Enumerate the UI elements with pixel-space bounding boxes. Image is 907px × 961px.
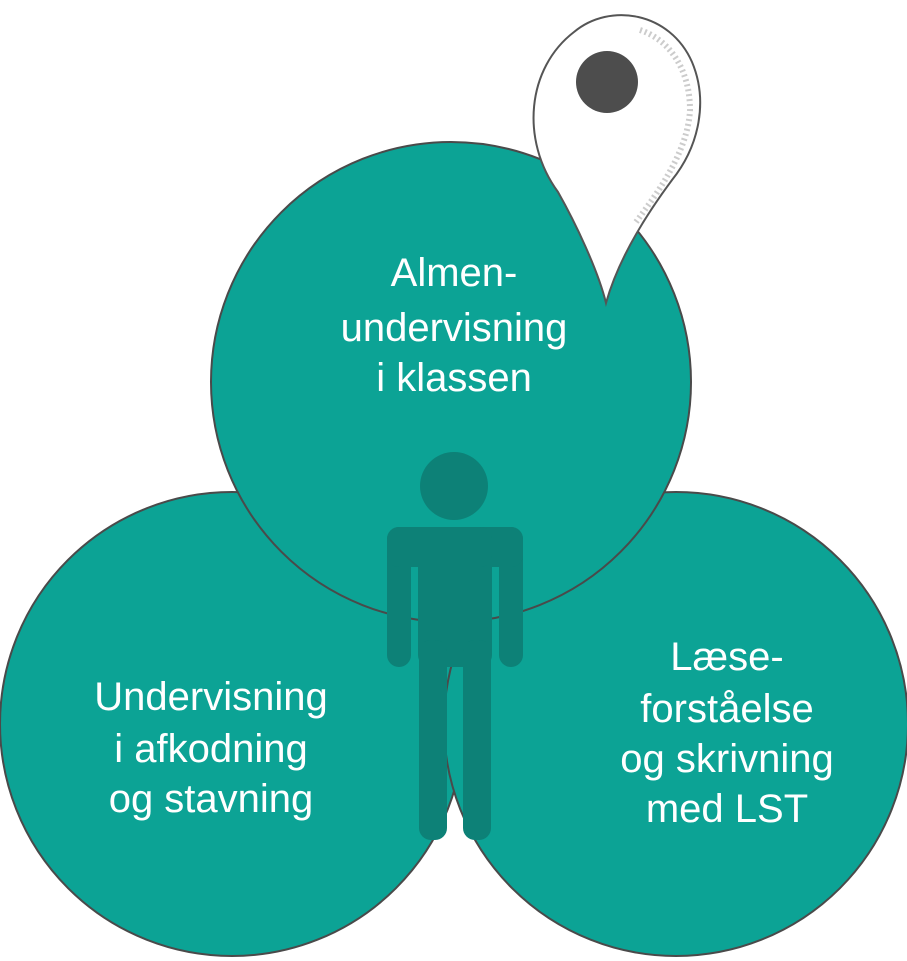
label-top-line-2: undervisning	[341, 306, 568, 350]
label-right-line-2: forståelse	[640, 687, 813, 731]
label-top-line-3: i klassen	[376, 356, 532, 400]
map-pin-icon	[532, 14, 702, 307]
person-icon	[387, 452, 523, 840]
label-left-line-1: Undervisning	[94, 675, 327, 719]
label-right-line-4: med LST	[646, 787, 808, 831]
circles-group	[0, 141, 907, 957]
label-right-line-3: og skrivning	[620, 737, 833, 781]
label-right: Læse- forståelse og skrivning med LST	[620, 635, 833, 831]
label-right-line-1: Læse-	[670, 635, 783, 679]
label-left-line-2: i afkodning	[114, 727, 307, 771]
pin-dot	[576, 51, 638, 113]
label-top-line-1: Almen-	[391, 251, 518, 295]
label-left-line-3: og stavning	[109, 777, 314, 821]
label-left: Undervisning i afkodning og stavning	[94, 675, 327, 821]
label-top: Almen- undervisning i klassen	[341, 251, 568, 400]
